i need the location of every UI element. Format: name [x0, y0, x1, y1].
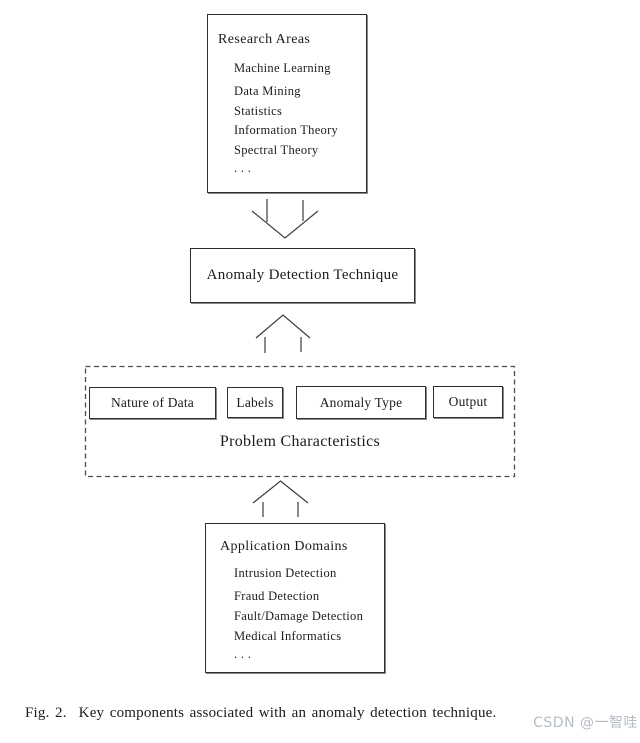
figure-caption: Fig. 2. Key components associated with an…	[25, 705, 496, 722]
figure-caption-label: Fig. 2.	[25, 705, 67, 721]
application-domain-item: Fault/Damage Detection	[234, 609, 364, 623]
research-area-item: Machine Learning	[234, 61, 331, 75]
factor-label: Nature of Data	[110, 395, 194, 410]
arrow-down-research-to-technique	[251, 199, 319, 239]
application-domains-title: Application Domains	[220, 539, 348, 554]
factor-label: Anomaly Type	[319, 394, 403, 410]
research-area-item: Statistics	[234, 104, 283, 118]
application-domain-item: Medical Informatics	[234, 629, 342, 643]
factor-label: Output	[448, 394, 488, 409]
csdn-watermark: CSDN @一智哇	[533, 715, 638, 731]
problem-characteristics-title: Problem Characteristics	[219, 433, 381, 450]
figure-caption-text: Key components associated with an anomal…	[78, 705, 497, 721]
anomaly-detection-technique-label: Anomaly Detection Technique	[206, 267, 399, 283]
application-domain-item: Fraud Detection	[234, 589, 320, 603]
factor-label: Labels	[236, 394, 274, 410]
research-areas-title: Research Areas	[218, 32, 311, 47]
arrow-up-domains-to-characteristics	[252, 480, 309, 517]
factor-anomaly-type: Anomaly Type	[296, 386, 426, 419]
research-areas-box: Research Areas Machine Learning Data Min…	[207, 14, 367, 193]
research-area-item: Spectral Theory	[234, 143, 319, 157]
application-domain-item: Intrusion Detection	[234, 566, 337, 580]
arrow-up-characteristics-to-technique	[255, 314, 311, 353]
research-area-ellipsis: . . .	[234, 161, 252, 175]
problem-characteristics-dashed-border	[84, 365, 516, 478]
application-domain-ellipsis: . . .	[234, 647, 252, 661]
factor-labels: Labels	[227, 387, 283, 418]
research-area-item: Information Theory	[234, 123, 339, 137]
anomaly-detection-technique-box: Anomaly Detection Technique	[190, 248, 415, 303]
application-domains-box: Application Domains Intrusion Detection …	[205, 523, 385, 673]
factor-output: Output	[433, 386, 503, 418]
factor-nature-of-data: Nature of Data	[89, 387, 216, 419]
research-area-item: Data Mining	[234, 84, 301, 98]
